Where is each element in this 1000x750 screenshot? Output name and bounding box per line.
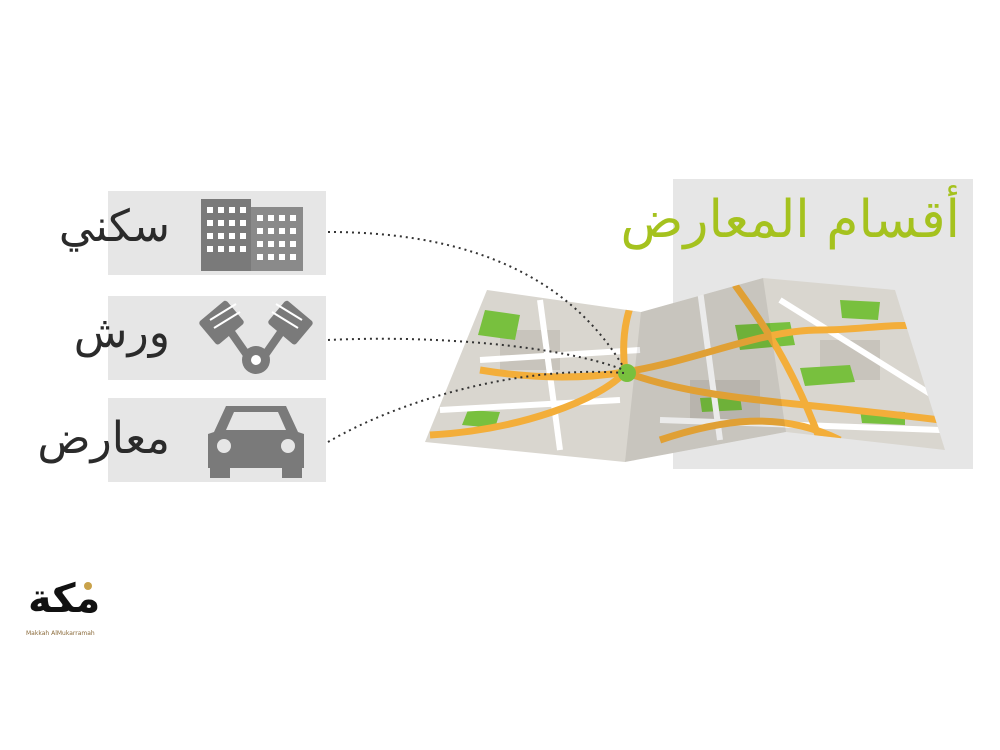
road bbox=[623, 368, 941, 424]
category-box-workshops bbox=[108, 296, 326, 380]
category-box-residential bbox=[108, 191, 326, 275]
park bbox=[800, 365, 855, 386]
park bbox=[462, 410, 500, 428]
engine-pistons-icon bbox=[199, 300, 313, 374]
category-box-showrooms bbox=[108, 398, 326, 482]
connector-workshops bbox=[327, 337, 625, 371]
street bbox=[439, 397, 621, 413]
map-center-marker bbox=[618, 364, 636, 382]
park bbox=[840, 300, 880, 320]
category-label-workshops: ورش bbox=[73, 307, 170, 358]
category-label-showrooms: معارض bbox=[37, 413, 170, 464]
road bbox=[658, 417, 842, 444]
road bbox=[429, 369, 628, 439]
street bbox=[778, 297, 942, 403]
car-icon bbox=[208, 406, 304, 478]
logo-main-text: مكة bbox=[28, 576, 101, 622]
page-title: أقسام المعارض bbox=[620, 190, 960, 250]
map-fold bbox=[625, 278, 786, 462]
park bbox=[478, 310, 520, 340]
park bbox=[700, 396, 742, 412]
connector-residential bbox=[327, 231, 625, 369]
logo-dot bbox=[84, 582, 92, 590]
road bbox=[732, 282, 824, 442]
street bbox=[697, 289, 723, 441]
makkah-logo: مكة Makkah AlMukarramah bbox=[24, 576, 144, 642]
road bbox=[624, 322, 945, 376]
street bbox=[479, 347, 641, 363]
category-label-residential: سكني bbox=[58, 201, 170, 252]
logo-sub-text: Makkah AlMukarramah bbox=[26, 630, 95, 637]
road bbox=[479, 366, 626, 381]
building-icon bbox=[201, 199, 303, 271]
